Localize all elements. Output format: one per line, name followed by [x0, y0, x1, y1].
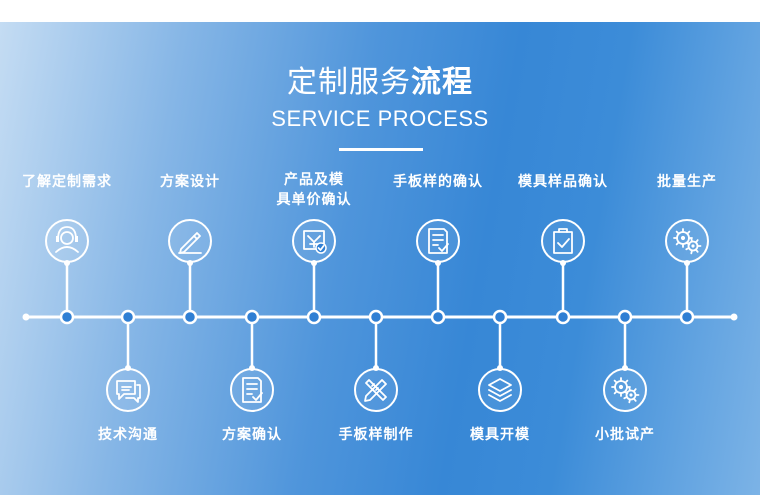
layers-icon	[478, 368, 522, 412]
step-label: 手板样的确认	[393, 174, 483, 190]
step-label: 手板样制作	[338, 427, 414, 443]
step-label: 技术沟通	[98, 427, 158, 443]
document-check-icon	[416, 219, 460, 263]
pen-icon	[168, 219, 212, 263]
timeline-node	[182, 309, 198, 325]
step-label: 方案设计	[160, 174, 220, 190]
step-label: 批量生产	[657, 174, 717, 190]
timeline-end-right	[730, 313, 738, 321]
timeline-node	[492, 309, 508, 325]
timeline-node	[617, 309, 633, 325]
step-label: 模具开模	[470, 427, 530, 443]
timeline-node	[555, 309, 571, 325]
clipboard-check-icon	[541, 219, 585, 263]
page-subtitle: SERVICE PROCESS	[271, 106, 489, 131]
step-label: 产品及模 具单价确认	[276, 172, 352, 208]
timeline-node	[306, 309, 322, 325]
price-confirm-icon	[292, 219, 336, 263]
gears-icon	[665, 219, 709, 263]
title-underline	[339, 148, 423, 151]
step-label: 模具样品确认	[518, 174, 608, 190]
timeline-node	[679, 309, 695, 325]
timeline-end-left	[22, 313, 30, 321]
step-label: 了解定制需求	[22, 174, 112, 190]
timeline-node	[120, 309, 136, 325]
timeline-node	[430, 309, 446, 325]
timeline-node	[59, 309, 75, 325]
chat-icon	[106, 368, 150, 412]
process-panel: 定制服务流程 SERVICE PROCESS 了解定制需求 方案设计 产品及模 具单…	[0, 22, 760, 495]
pencil-ruler-icon	[354, 368, 398, 412]
step-label: 小批试产	[595, 427, 655, 443]
page-title: 定制服务流程	[287, 65, 473, 100]
step-label: 方案确认	[222, 427, 282, 443]
headset-icon	[45, 219, 89, 263]
timeline	[22, 219, 738, 412]
gears-icon	[603, 368, 647, 412]
timeline-node	[244, 309, 260, 325]
document-check-icon	[230, 368, 274, 412]
timeline-node	[368, 309, 384, 325]
